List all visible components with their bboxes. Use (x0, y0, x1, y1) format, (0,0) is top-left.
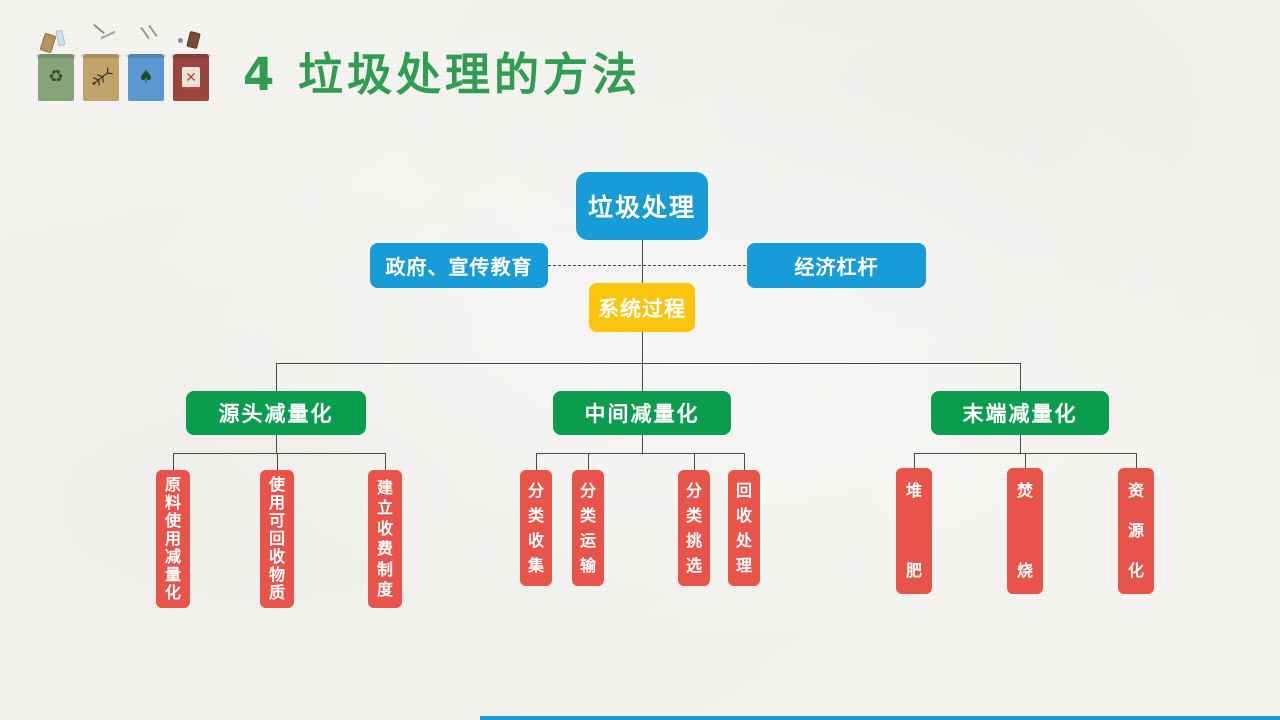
trash-debris-scrap (92, 23, 106, 35)
page-title: 4 垃圾处理的方法 (243, 48, 641, 101)
trash-debris-bottle (39, 32, 57, 54)
leaf-raw-material-reduction: 原料使用减量化 (156, 470, 190, 608)
leaf-recycling-treatment: 回收处理 (728, 470, 760, 586)
node-economic-leverage: 经济杠杆 (747, 243, 926, 288)
leaf-use-recyclables: 使用可回收物质 (260, 470, 294, 608)
leaf-resource-recovery: 资源化 (1118, 468, 1154, 594)
other-waste-bin-icon: ♠ (126, 54, 166, 101)
node-system-process: 系统过程 (589, 283, 695, 332)
leaf-sorted-picking: 分类挑选 (678, 470, 710, 586)
connector-line (914, 453, 915, 468)
recycle-icon: ♻ (48, 67, 64, 87)
x-icon: ✕ (185, 69, 197, 86)
connector-line (536, 453, 744, 454)
leaf-charging-system: 建立收费制度 (368, 470, 402, 608)
trash-bins-illustration: ♻ ♠ ✕ (30, 8, 215, 108)
branch-end-reduction: 末端减量化 (931, 391, 1109, 435)
leaf-composting: 堆肥 (896, 468, 932, 594)
connector-line (642, 332, 643, 363)
connector-line (1136, 453, 1137, 468)
branch-intermediate-reduction: 中间减量化 (553, 391, 731, 435)
node-government-education: 政府、宣传教育 (370, 243, 548, 288)
connector-line (1020, 435, 1021, 453)
connector-line (173, 453, 385, 454)
connector-line (642, 363, 643, 391)
kitchen-waste-bin-icon (81, 54, 121, 101)
connector-line (694, 453, 695, 470)
connector-dashed-line (548, 265, 746, 266)
x-mark-strip: ✕ (182, 66, 200, 89)
bottom-accent-bar (480, 716, 1280, 720)
connector-line (536, 453, 537, 470)
node-waste-treatment: 垃圾处理 (576, 172, 708, 240)
leaf-sorted-transport: 分类运输 (572, 470, 604, 586)
connector-line (173, 453, 174, 470)
connector-line (276, 363, 1020, 364)
connector-line (385, 453, 386, 470)
connector-line (1025, 453, 1026, 468)
trash-debris-battery (186, 30, 201, 50)
trash-debris-bottle-small (55, 29, 66, 47)
connector-line (642, 435, 643, 453)
connector-line (276, 435, 277, 453)
connector-line (277, 453, 278, 470)
leaf-sorted-collection: 分类收集 (520, 470, 552, 586)
trash-debris-dot (178, 38, 183, 43)
trash-debris-stick (140, 26, 150, 40)
connector-line (1020, 363, 1021, 391)
fishbone-icon (92, 66, 113, 86)
branch-source-reduction: 源头减量化 (186, 391, 366, 435)
connector-line (276, 363, 277, 391)
connector-line (642, 240, 643, 283)
leaf-incineration: 焚烧 (1007, 468, 1043, 594)
trash-debris-stick (148, 24, 158, 38)
recyclable-bin-icon: ♻ (36, 54, 76, 101)
hazardous-waste-bin-icon: ✕ (171, 54, 211, 101)
connector-line (744, 453, 745, 470)
connector-line (588, 453, 589, 470)
spade-icon: ♠ (138, 67, 154, 87)
